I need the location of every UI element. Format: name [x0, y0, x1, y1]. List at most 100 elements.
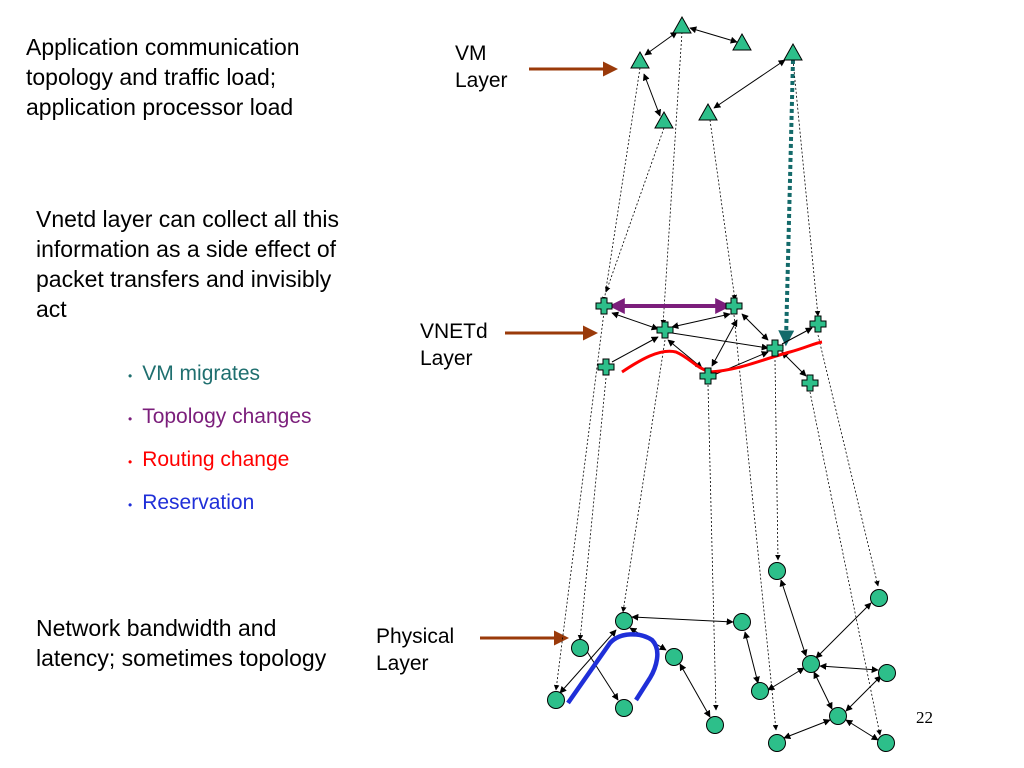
bullet-dot: • — [128, 412, 133, 426]
physical-edge — [585, 649, 619, 701]
vm-edge — [644, 31, 678, 56]
physical-edge — [845, 675, 882, 712]
event-list: •VM migrates •Topology changes •Routing … — [128, 362, 312, 534]
physical-edge — [559, 629, 617, 694]
physical-layer-description: Network bandwidth and latency; sometimes… — [36, 615, 327, 671]
vnetd-node-cross — [595, 297, 613, 315]
mapping-line — [605, 127, 665, 293]
mapping-line — [809, 391, 882, 736]
vnetd-node-cross — [801, 374, 819, 392]
physical-node-circle — [802, 655, 820, 673]
mapping-line — [577, 377, 607, 641]
vnetd-node-cross — [699, 367, 717, 385]
vm-edge — [689, 26, 738, 44]
vnetd-node-cross — [656, 321, 674, 339]
physical-layer-nodes — [547, 562, 896, 752]
layer-mapping-lines — [553, 31, 882, 736]
physical-layer-label-text: Physical — [376, 625, 455, 648]
vnetd-node-cross — [809, 315, 827, 333]
vm-node-triangle — [654, 110, 674, 129]
vm-node-triangle — [672, 15, 692, 34]
mapping-line — [601, 67, 641, 303]
vnetd-layer-label-text-2: Layer — [420, 347, 473, 371]
bullet-routing-change: •Routing change — [128, 448, 312, 491]
vm-layer-edges — [642, 26, 786, 117]
vm-node-triangle — [698, 102, 718, 121]
vnetd-edge — [741, 313, 769, 341]
bullet-dot: • — [128, 498, 133, 512]
vnetd-node-cross — [725, 297, 743, 315]
physical-edge — [813, 671, 833, 710]
vm-layer-label: VM Layer — [455, 40, 508, 95]
physical-node-circle — [768, 562, 786, 580]
physical-node-circle — [615, 612, 633, 630]
physical-node-circle — [877, 734, 895, 752]
physical-layer-edges — [559, 579, 882, 741]
physical-edge — [815, 602, 872, 659]
bullet-dot: • — [128, 369, 133, 383]
mapping-line — [817, 334, 880, 587]
vm-layer-description: Application communication topology and t… — [26, 34, 300, 120]
physical-node-circle — [751, 682, 769, 700]
vnetd-layer-description: Vnetd layer can collect all this informa… — [36, 206, 339, 322]
vnetd-node-cross — [597, 358, 615, 376]
physical-edge — [779, 579, 808, 657]
vnetd-edge — [711, 319, 738, 367]
vnetd-node-cross — [766, 339, 784, 357]
physical-node-circle — [571, 639, 589, 657]
physical-node-circle — [878, 664, 896, 682]
vnetd-edge — [611, 311, 659, 331]
vm-layer-label-text-2: Layer — [455, 69, 508, 93]
bullet-vm-migrates: • VM migrates — [128, 362, 312, 405]
physical-node-circle — [768, 734, 786, 752]
physical-node-circle — [665, 648, 683, 666]
vnetd-edge — [671, 311, 731, 330]
mapping-line — [707, 384, 719, 711]
vnetd-edge — [671, 332, 769, 351]
mapping-line — [792, 59, 821, 317]
layer-pointer-arrows — [480, 61, 618, 646]
bullet-text: VM migrates — [142, 362, 261, 385]
physical-edge — [767, 667, 805, 691]
vm-layer-nodes — [630, 15, 803, 129]
physical-edge — [783, 719, 831, 739]
vnetd-edge — [781, 327, 813, 345]
mapping-line — [709, 119, 738, 301]
vm-edge — [642, 73, 662, 117]
reservation-path — [566, 632, 660, 705]
mapping-line — [621, 339, 666, 613]
vm-node-triangle — [783, 42, 803, 61]
vnetd-edge — [611, 336, 659, 363]
mapping-line — [733, 314, 779, 731]
vnetd-layer-nodes — [595, 297, 827, 392]
physical-node-circle — [870, 589, 888, 607]
mapping-line — [774, 359, 781, 561]
bullet-reservation: • Reservation — [128, 491, 312, 534]
vm-node-triangle — [630, 50, 650, 69]
physical-node-circle — [706, 716, 724, 734]
physical-node-circle — [547, 691, 565, 709]
vnetd-layer-label-text: VNETd — [420, 320, 488, 343]
vm-migration-arrow — [778, 59, 795, 347]
physical-edge — [631, 613, 734, 626]
vm-node-triangle — [732, 32, 752, 51]
routing-change-path — [621, 340, 823, 374]
page-number: 22 — [916, 708, 933, 727]
bullet-text: Routing change — [142, 448, 290, 471]
bullet-text: Reservation — [142, 491, 255, 514]
bullet-text: Topology changes — [142, 405, 312, 428]
physical-edge — [743, 631, 760, 684]
physical-node-circle — [615, 699, 633, 717]
physical-edge — [819, 662, 879, 674]
physical-edge — [845, 719, 879, 741]
physical-layer-label-text-2: Layer — [376, 652, 429, 676]
physical-edge — [679, 663, 711, 718]
physical-node-circle — [733, 613, 751, 631]
vm-layer-label-text: VM — [455, 42, 487, 65]
mapping-line — [553, 311, 605, 691]
vnetd-edge — [781, 351, 807, 377]
vm-edge — [713, 59, 786, 109]
